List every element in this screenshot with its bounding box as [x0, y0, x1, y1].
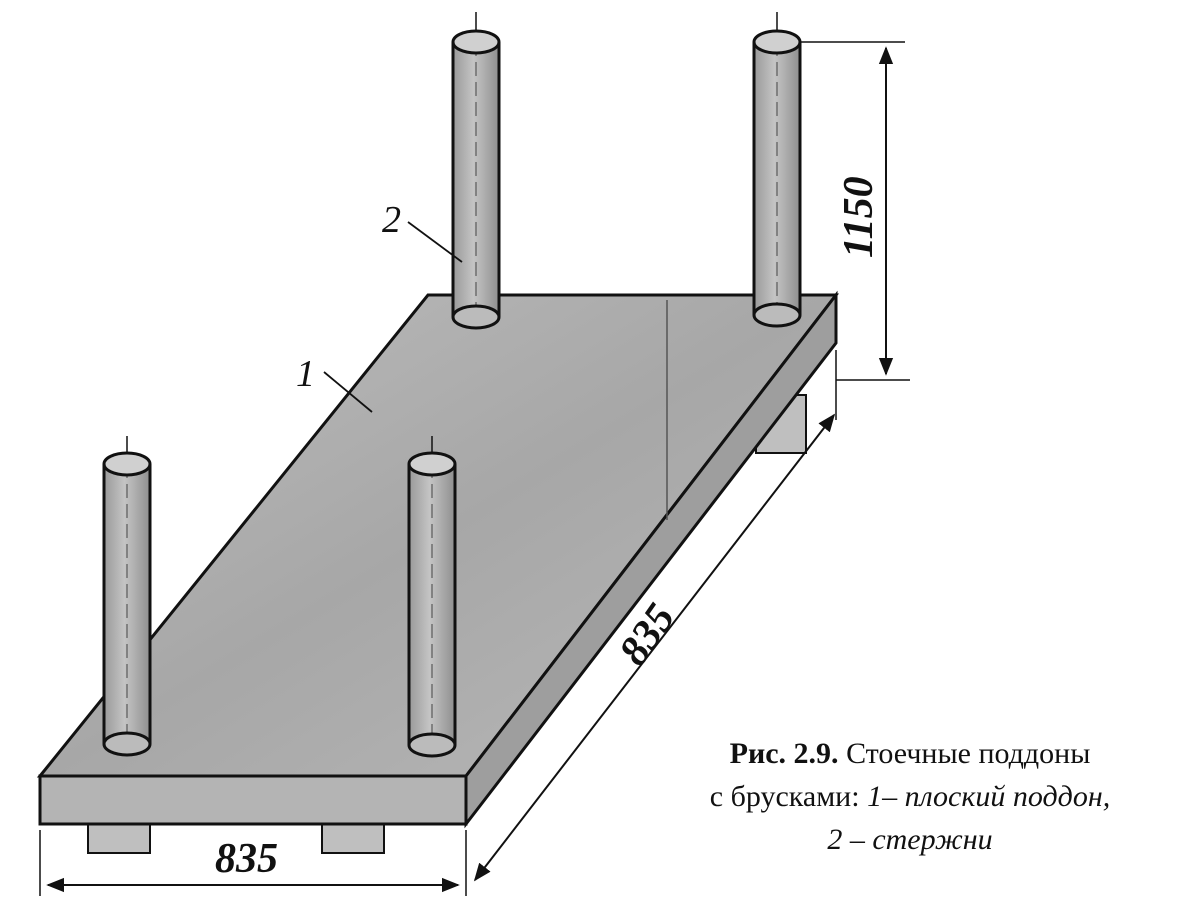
callout-pallet: 1	[296, 353, 373, 413]
caption-line-1: Рис. 2.9. Стоечные поддоны	[660, 732, 1160, 775]
caption-line-2: с брусками: 1– плоский поддон,	[660, 775, 1160, 818]
height-dimension-label: 1150	[836, 176, 882, 258]
pallet-front-face	[38, 774, 468, 826]
callout-pallet-label: 1	[296, 353, 315, 395]
caption-text-2: с брусками:	[709, 780, 868, 813]
width-dimension-label: 835	[215, 836, 278, 882]
caption-line-3: 2 – стержни	[660, 818, 1160, 861]
rod-front-left	[102, 436, 152, 757]
width-dimension: 835	[39, 830, 460, 896]
rod-back-right	[752, 12, 802, 328]
rod-back-left	[451, 12, 501, 330]
caption-text-1: Стоечные поддоны	[838, 737, 1091, 770]
callout-rod: 2	[382, 199, 463, 263]
figure-caption: Рис. 2.9. Стоечные поддоны с брусками: 1…	[660, 732, 1160, 861]
rods	[102, 12, 802, 758]
caption-item-1: 1– плоский поддон,	[867, 780, 1111, 813]
height-dimension: 1150	[800, 41, 910, 381]
caption-item-2: 2 – стержни	[827, 823, 993, 856]
callout-rod-label: 2	[382, 199, 401, 241]
rod-front-right	[407, 436, 457, 758]
caption-figure-label: Рис. 2.9.	[729, 737, 839, 770]
